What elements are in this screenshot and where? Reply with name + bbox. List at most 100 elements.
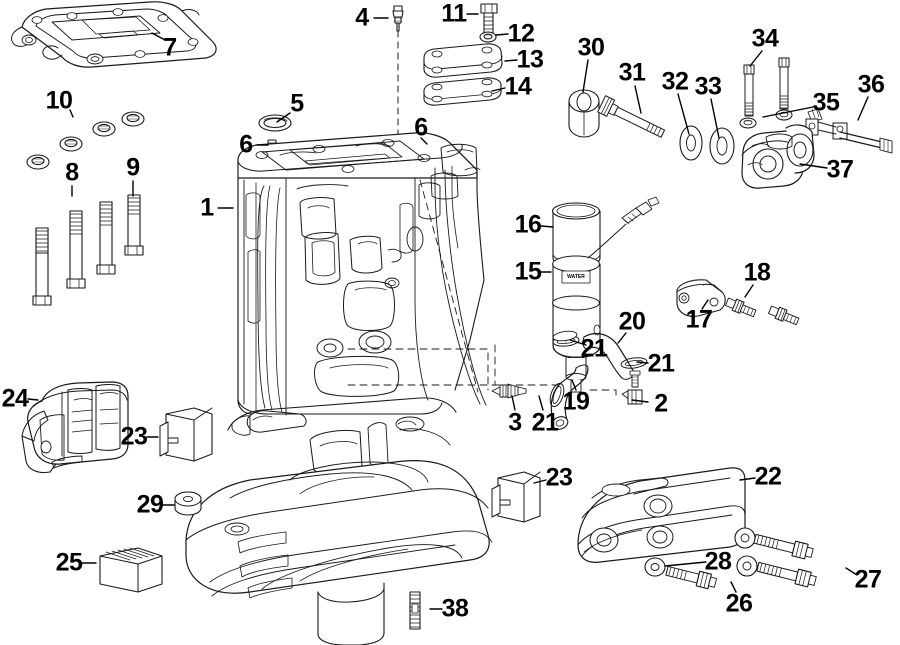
callout-number-10: 10	[45, 86, 73, 115]
callout-leader-lines	[27, 13, 869, 610]
leader-line-6	[420, 137, 428, 145]
callout-number-28: 28	[704, 547, 732, 576]
callout-number-3: 3	[508, 408, 522, 437]
leader-line-35	[762, 106, 814, 118]
part-22-side-cover	[577, 467, 746, 563]
leader-line-27	[845, 567, 858, 576]
leader-line-19	[571, 379, 577, 391]
leader-line-7	[151, 32, 166, 41]
leader-line-13	[504, 59, 518, 62]
leader-line-16	[540, 225, 554, 228]
part-1-exhaust-housing	[185, 132, 493, 645]
part-38-threaded-pin	[409, 591, 421, 630]
leader-line-21	[636, 361, 649, 364]
callout-number-34: 34	[751, 24, 779, 53]
callout-number-23: 23	[120, 422, 148, 451]
leader-line-32	[677, 93, 690, 135]
part-30-bushing	[568, 89, 600, 138]
callout-number-7: 7	[163, 33, 177, 62]
callout-number-2: 2	[654, 389, 668, 418]
part-10-washers	[26, 111, 145, 170]
part-34-bolts	[743, 57, 790, 117]
callout-number-38: 38	[441, 594, 469, 623]
leader-line-24	[27, 398, 39, 401]
leader-line-21	[569, 339, 587, 346]
callout-number-20: 20	[618, 307, 646, 336]
callout-number-4: 4	[355, 3, 369, 32]
callout-number-21: 21	[580, 334, 608, 363]
callout-number-32: 32	[661, 67, 689, 96]
part-4-spark-plug	[392, 5, 404, 141]
part-23-mount-block-left	[159, 407, 213, 462]
leader-line-36	[857, 96, 869, 121]
part-7-gasket	[11, 1, 217, 68]
part-5-o-ring	[258, 114, 292, 132]
leader-line-34	[749, 50, 763, 67]
callout-number-11: 11	[441, 0, 467, 28]
callout-number-37: 37	[826, 155, 854, 184]
callout-number-15: 15	[514, 257, 542, 286]
leader-line-10	[69, 109, 74, 118]
part-37-swivel-bracket	[741, 124, 815, 189]
leader-line-2	[631, 399, 649, 403]
part-12-washer	[479, 31, 497, 43]
callout-number-6: 6	[239, 130, 253, 159]
filter-body-text: WATER	[567, 274, 585, 280]
leader-line-17	[701, 299, 709, 310]
part-11-bolt	[480, 3, 498, 36]
leader-line-22	[739, 477, 756, 481]
leader-line-31	[634, 85, 642, 114]
part-33-washer	[709, 127, 735, 165]
part-31-bolt	[597, 95, 666, 138]
part-32-washer	[679, 125, 703, 161]
part-18-bolts	[725, 297, 800, 326]
callout-number-16: 16	[514, 210, 542, 239]
callout-number-26: 26	[725, 589, 753, 618]
callout-number-21: 21	[531, 408, 559, 437]
assembly-guide-lines	[347, 179, 617, 399]
callout-number-21: 21	[647, 349, 675, 378]
part-9-bolt	[124, 194, 144, 256]
callout-number-19: 19	[562, 387, 590, 416]
part-24-mount-housing	[21, 381, 129, 474]
leader-line-5	[276, 112, 291, 123]
callout-number-5: 5	[290, 89, 304, 118]
callout-number-17: 17	[685, 305, 713, 334]
part-26-bolt	[665, 565, 717, 590]
callout-number-36: 36	[857, 70, 885, 99]
callout-number-30: 30	[577, 33, 605, 62]
callout-number-23: 23	[545, 463, 573, 492]
callout-number-33: 33	[694, 72, 722, 101]
part-19-hose	[550, 364, 589, 430]
part-17-anode	[676, 279, 726, 317]
leader-line-3	[511, 395, 516, 411]
part-13-cover-plate	[423, 43, 503, 78]
callout-number-1: 1	[200, 193, 214, 222]
part-23-mount-block-right	[491, 471, 541, 523]
callout-number-18: 18	[743, 258, 771, 287]
leader-line-18	[744, 284, 754, 298]
part-25-anode-block	[99, 547, 163, 593]
callout-number-22: 22	[754, 462, 782, 491]
leader-line-28	[664, 561, 707, 567]
leader-line-37	[799, 163, 828, 169]
callout-number-8: 8	[65, 158, 79, 187]
leader-line-23	[533, 479, 547, 484]
part-21-seal	[565, 339, 569, 342]
callout-number-24: 24	[1, 384, 29, 413]
leader-line-26	[730, 581, 737, 593]
callout-number-6: 6	[414, 113, 428, 142]
part-27-long-bolts	[753, 533, 817, 588]
callout-number-25: 25	[55, 548, 83, 577]
part-3-fitting	[491, 383, 527, 399]
leader-line-14	[491, 87, 506, 92]
callout-number-14: 14	[504, 72, 532, 101]
callout-number-12: 12	[507, 19, 535, 48]
callout-number-29: 29	[136, 490, 164, 519]
part-29-bumper	[174, 491, 202, 516]
leader-line-30	[582, 59, 589, 93]
callout-number-31: 31	[618, 58, 646, 87]
part-2-fitting	[621, 370, 643, 405]
